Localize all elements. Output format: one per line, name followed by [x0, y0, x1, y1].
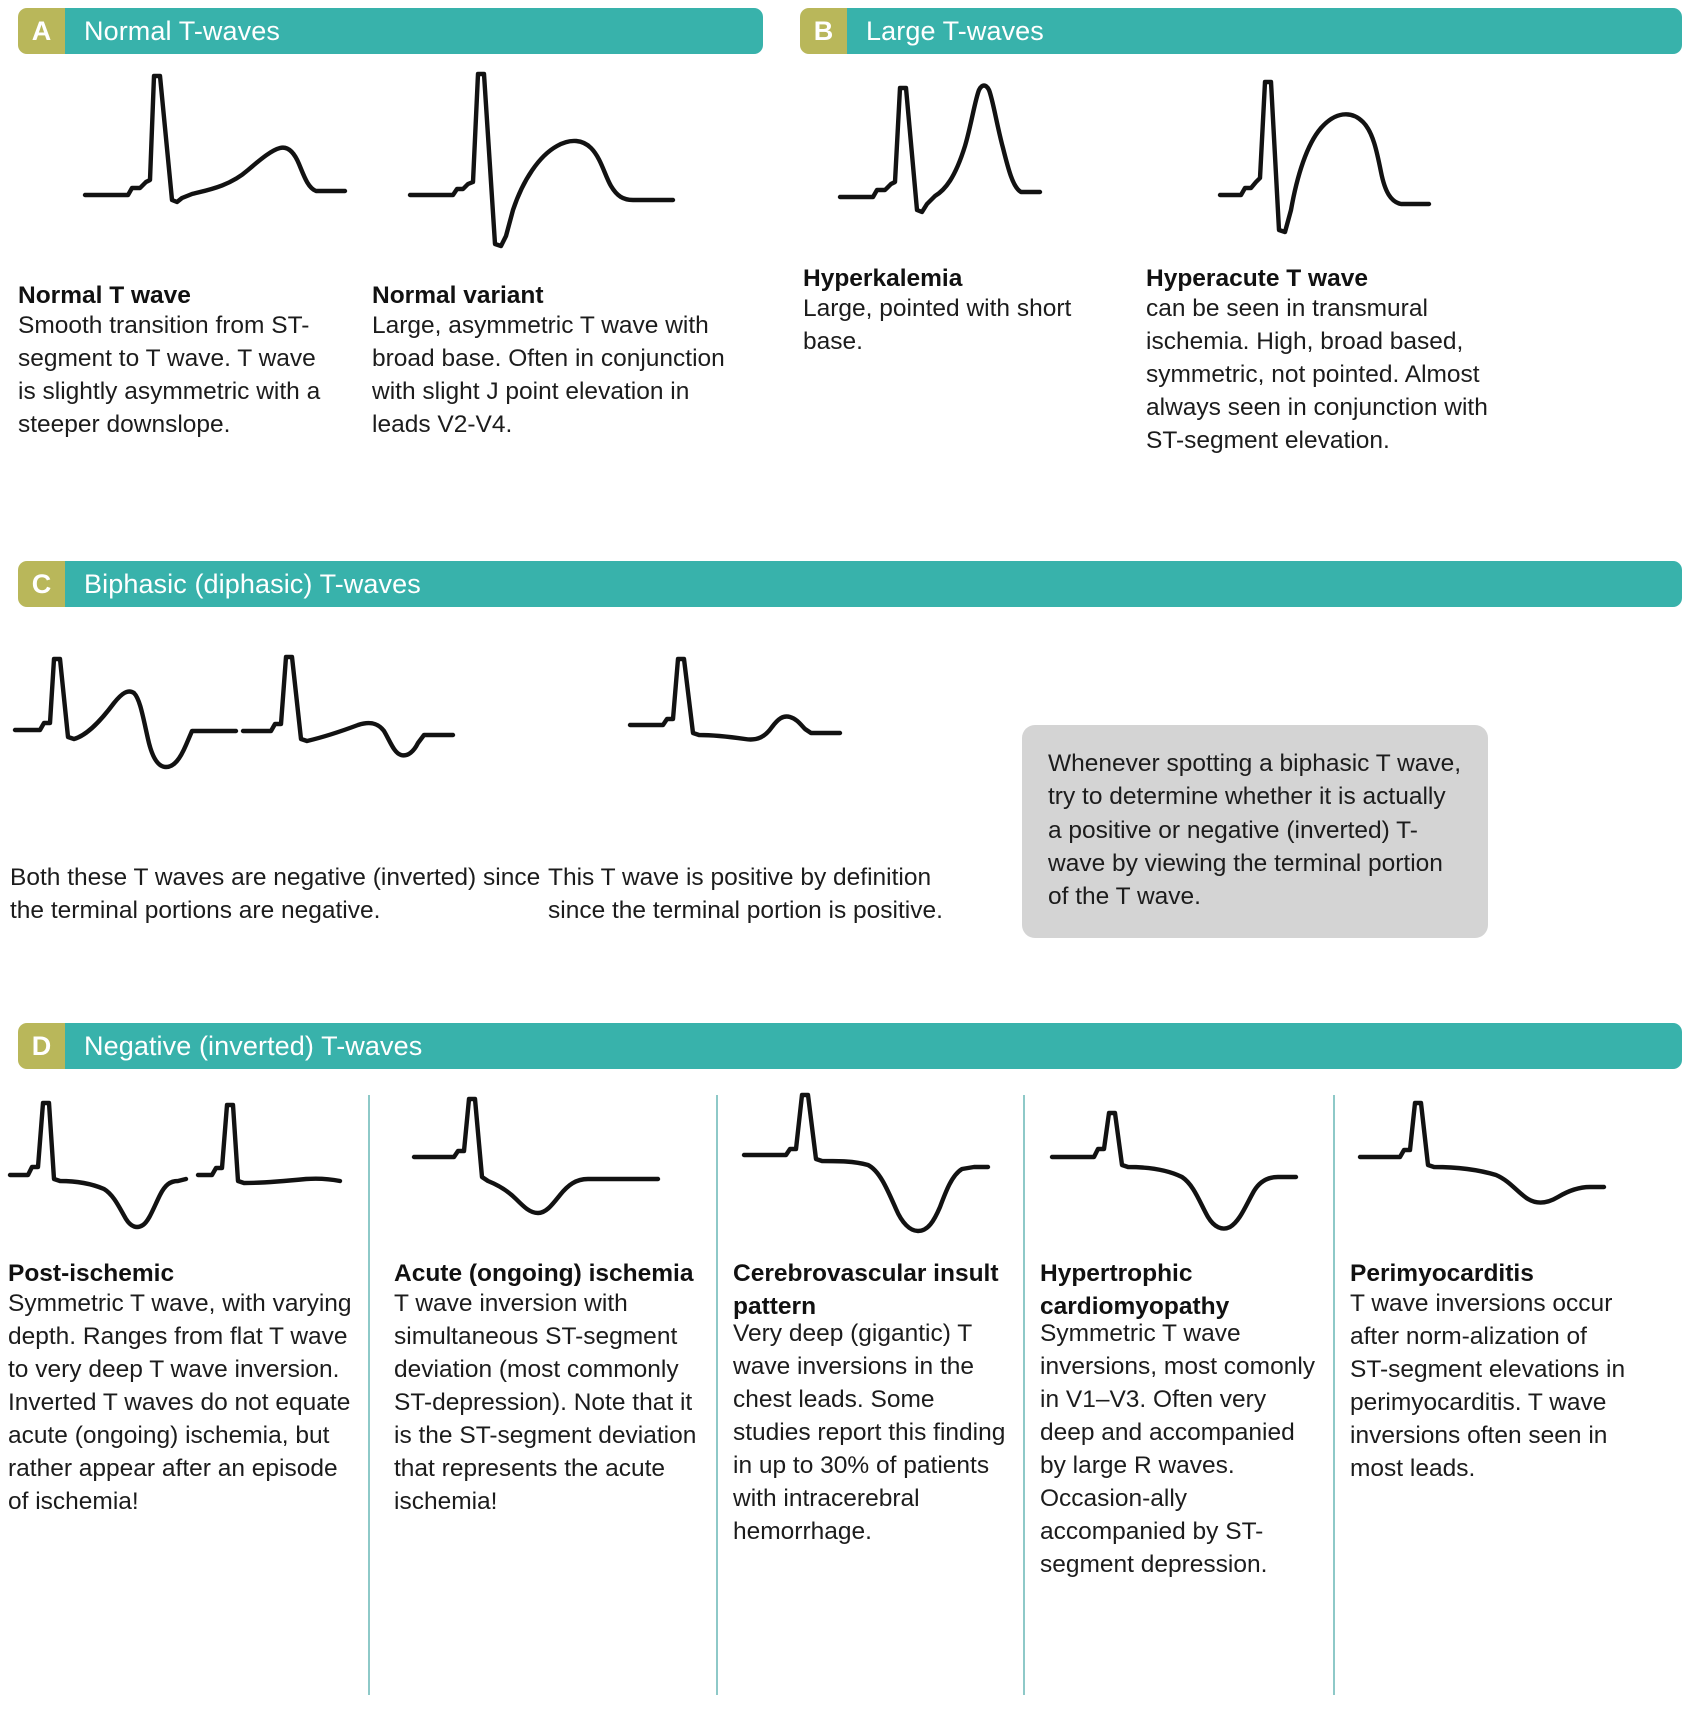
ecg-post-ischemic [7, 1085, 348, 1245]
ecg-hypertrophic-cardiomyopathy [1049, 1085, 1300, 1250]
section-header-b: B Large T-waves [800, 8, 1682, 54]
column-divider-3 [1023, 1095, 1025, 1695]
item-title-a-1: Normal variant [372, 282, 544, 309]
column-title-d-3: Hypertrophic cardiomyopathy [1040, 1260, 1230, 1320]
ecg-hyperacute-t-wave [1215, 60, 1435, 250]
column-divider-2 [716, 1095, 718, 1695]
caption-c-1: This T wave is positive by definition si… [548, 864, 943, 924]
column-title-d-0: Post-ischemic [8, 1260, 175, 1287]
ecg-normal-variant [405, 60, 680, 260]
section-badge-a: A [18, 8, 65, 54]
section-badge-c: C [18, 561, 65, 607]
caption-c-0: Both these T waves are negative (inverte… [10, 864, 541, 924]
section-title-a: Normal T-waves [65, 8, 763, 54]
ecg-biphasic-negative-1 [10, 645, 240, 805]
section-badge-d: D [18, 1023, 65, 1069]
section-badge-b: B [800, 8, 847, 54]
column-body-d-0: Symmetric T wave, with varying depth. Ra… [8, 1290, 352, 1515]
item-body-b-0: Large, pointed with short base. [803, 295, 1072, 355]
ecg-acute-ischemia [411, 1085, 662, 1245]
column-title-d-2: Cerebrovascular insult pattern [733, 1260, 999, 1320]
section-title-d: Negative (inverted) T-waves [65, 1023, 1682, 1069]
section-header-a: A Normal T-waves [18, 8, 763, 54]
ecg-normal-t-wave [80, 60, 350, 220]
item-title-b-0: Hyperkalemia [803, 265, 963, 292]
item-title-b-1: Hyperacute T wave [1146, 265, 1368, 292]
section-title-c: Biphasic (diphasic) T-waves [65, 561, 1682, 607]
ecg-biphasic-positive [625, 645, 845, 795]
ecg-perimyocarditis [1357, 1085, 1608, 1245]
item-body-a-0: Smooth transition from ST-segment to T w… [18, 312, 321, 438]
ecg-hyperkalemia [835, 60, 1045, 230]
column-divider-1 [368, 1095, 370, 1695]
item-body-a-1: Large, asymmetric T wave with broad base… [372, 312, 725, 438]
column-title-d-4: Perimyocarditis [1350, 1260, 1534, 1287]
column-divider-4 [1333, 1095, 1335, 1695]
column-body-d-1: T wave inversion with simultaneous ST-se… [394, 1290, 697, 1515]
column-body-d-2: Very deep (gigantic) T wave inversions i… [733, 1320, 1006, 1545]
column-title-d-1: Acute (ongoing) ischemia [394, 1260, 694, 1287]
section-title-b: Large T-waves [847, 8, 1682, 54]
ecg-cerebrovascular-insult [741, 1085, 992, 1260]
callout-biphasic-tip: Whenever spotting a biphasic T wave, try… [1022, 725, 1488, 938]
section-header-d: D Negative (inverted) T-waves [18, 1023, 1682, 1069]
ecg-biphasic-negative-2 [238, 645, 458, 805]
item-body-b-1: can be seen in transmural ischemia. High… [1146, 295, 1488, 454]
section-header-c: C Biphasic (diphasic) T-waves [18, 561, 1682, 607]
column-body-d-3: Symmetric T wave inversions, most comonl… [1040, 1320, 1316, 1578]
item-title-a-0: Normal T wave [18, 282, 191, 309]
column-body-d-4: T wave inversions occur after norm-aliza… [1350, 1290, 1626, 1482]
